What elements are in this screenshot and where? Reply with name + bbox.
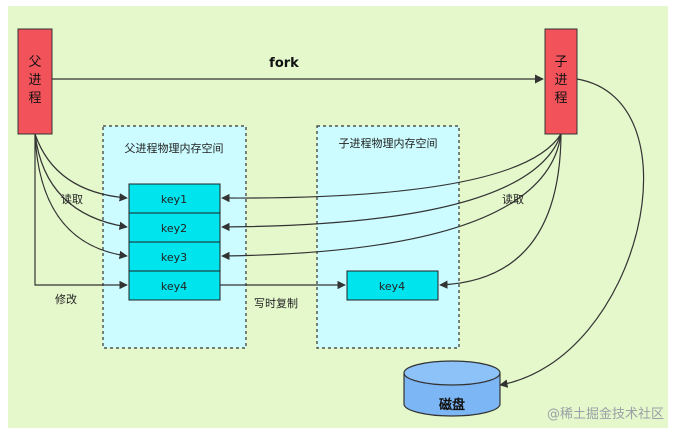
child-key4-label: key4 bbox=[379, 280, 405, 293]
child-memory-title: 子进程物理内存空间 bbox=[339, 136, 438, 150]
child-read-arrow-key2 bbox=[221, 133, 562, 232]
key2-label: key2 bbox=[161, 222, 187, 235]
child-read-arrow-key3 bbox=[221, 133, 562, 261]
child-key4-box bbox=[346, 270, 439, 301]
child-read-arrow-key4 bbox=[439, 133, 562, 289]
modify-label: 修改 bbox=[55, 292, 77, 306]
key3-label: key3 bbox=[161, 251, 187, 264]
watermark: @稀土掘金技术社区 bbox=[547, 406, 664, 422]
parent-read-arrow-key1 bbox=[34, 133, 128, 202]
key1-label: key1 bbox=[161, 193, 187, 206]
child-process-char-1: 子 bbox=[554, 55, 567, 70]
key2-box bbox=[128, 212, 221, 243]
parent-key-list: key1 key2 key3 key4 bbox=[128, 183, 221, 301]
key3-box bbox=[128, 241, 221, 272]
child-process-box bbox=[544, 28, 578, 135]
child-read-label: 读取 bbox=[502, 192, 524, 206]
parent-process-box bbox=[17, 28, 53, 135]
parent-read-arrow-key3 bbox=[34, 133, 128, 260]
parent-read-arrows bbox=[34, 133, 128, 260]
child-process-char-3: 程 bbox=[554, 91, 567, 106]
disk-cylinder: 磁盘 bbox=[403, 360, 501, 417]
parent-process-char-1: 父 bbox=[28, 55, 41, 70]
parent-process-char-2: 进 bbox=[28, 73, 41, 88]
child-read-arrows bbox=[221, 133, 562, 289]
parent-process-char-3: 程 bbox=[28, 91, 41, 106]
key1-box bbox=[128, 183, 221, 214]
parent-process-node: 父 进 程 bbox=[17, 28, 53, 135]
disk-arrow bbox=[499, 78, 645, 388]
disk-top bbox=[403, 360, 501, 386]
child-process-node: 子 进 程 bbox=[544, 28, 578, 135]
child-process-char-2: 进 bbox=[554, 73, 567, 88]
child-memory-region bbox=[316, 125, 460, 349]
parent-read-arrow-key2 bbox=[34, 133, 128, 230]
parent-modify-arrow bbox=[34, 134, 128, 290]
fork-label: fork bbox=[269, 56, 299, 71]
key4-label: key4 bbox=[161, 280, 187, 293]
parent-read-label: 读取 bbox=[61, 192, 83, 206]
child-read-arrow-key1 bbox=[221, 133, 562, 203]
disk-label: 磁盘 bbox=[439, 397, 465, 413]
cow-label: 写时复制 bbox=[254, 296, 298, 310]
parent-memory-title: 父进程物理内存空间 bbox=[125, 141, 224, 155]
